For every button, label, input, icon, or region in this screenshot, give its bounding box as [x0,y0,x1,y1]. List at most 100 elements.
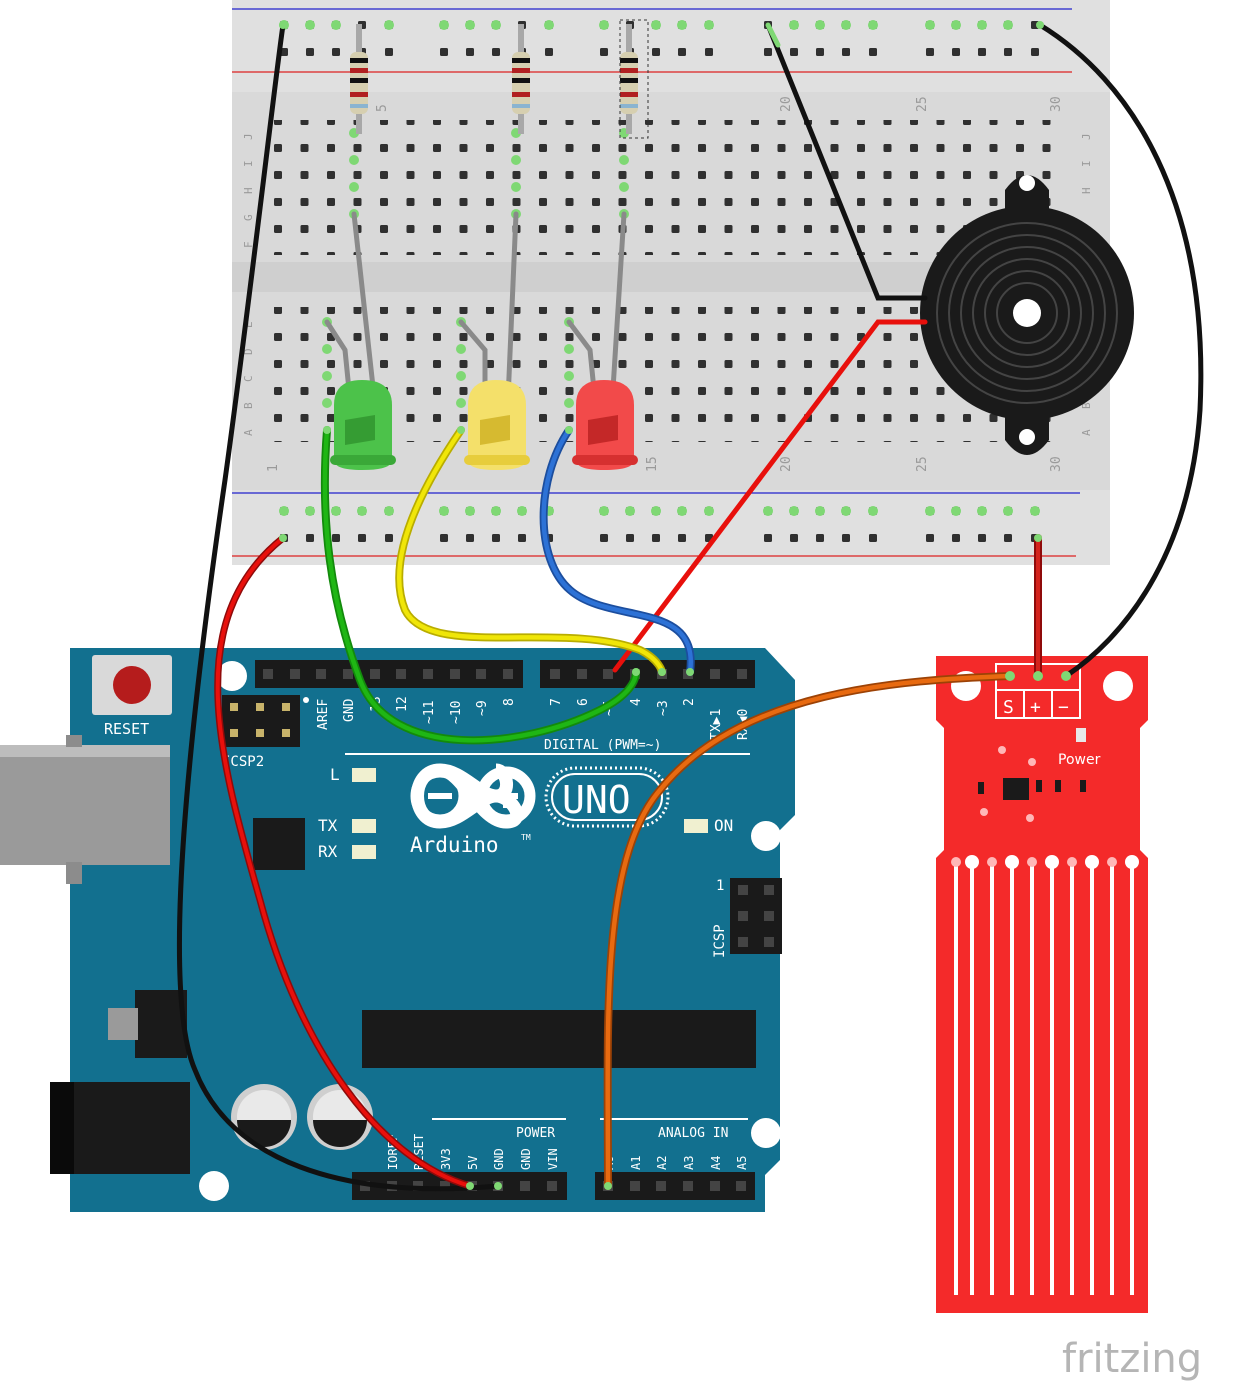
col-label-top-30: 30 [1049,96,1064,112]
pin-label-3: ~3 [656,700,671,716]
icsp2-header [222,695,300,747]
digital-pwm-label: DIGITAL (PWM=~) [544,738,661,753]
fritzing-watermark: fritzing [1062,1336,1202,1382]
analog-pin-a3: A3 [682,1156,696,1170]
led-rx-label: RX [318,842,338,861]
wire-red-buzzer[interactable] [612,319,928,673]
pin-label-4: 4 [629,698,644,706]
pin-label-12: 12 [395,696,410,712]
row-label-a: A [242,429,255,436]
analog-pin-a1: A1 [629,1156,643,1170]
analog-pin-a5: A5 [735,1156,749,1170]
led-tx-label: TX [318,816,338,835]
piezo-buzzer[interactable] [920,175,1134,455]
row-label-g: G [242,214,255,221]
pin-label-2: 2 [682,698,697,706]
sensor-traces [951,855,1139,1295]
row-label-h: H [242,187,255,194]
minus-icon [428,793,452,799]
resistors [350,19,649,139]
power-pin-gnd-2: GND [519,1148,533,1170]
power-label: POWER [516,1126,555,1141]
led-on-label: ON [714,816,733,835]
capacitor-2 [307,1084,373,1150]
water-level-sensor[interactable]: S + − Power [936,656,1148,1313]
usb-connector [0,745,170,865]
sensor-pin-minus: − [1058,697,1069,718]
icsp-label: ICSP [712,924,728,958]
row-label-right-h: H [1080,187,1093,194]
yellow-led[interactable] [464,380,530,470]
gnd-label-digital: GND [342,698,357,722]
pin-label-10: ~10 [449,701,464,724]
pin-label-7: 7 [549,698,564,706]
arduino-logo-text: Arduino [410,833,499,857]
arduino-uno-board: RESET ICSP2 AREF GND 13 12 ~11 ~10 ~9 8 … [0,648,795,1212]
resistor-3[interactable] [619,19,649,139]
led-legs [324,211,627,408]
pin-label-6: 6 [576,698,591,706]
row-label-c: C [242,375,255,382]
row-label-e: E [242,321,255,328]
reset-button-cap[interactable] [113,666,151,704]
resistor-1[interactable] [350,24,368,134]
power-pin-vin: VIN [546,1148,560,1170]
row-label-f: F [242,241,255,248]
col-label-bottom-15: 15 [645,456,660,472]
row-label-i: I [242,160,255,167]
sensor-pin-plus: + [1030,697,1041,718]
led-on [684,819,708,833]
icsp-pin1-label: 1 [716,878,724,894]
col-label-top-5: 5 [375,104,390,112]
wire-black-buzzer[interactable] [765,22,928,301]
analog-header [595,1172,755,1200]
wires [176,21,1204,1192]
col-label-bottom-1: 1 [266,464,281,472]
col-label-bottom-25: 25 [915,456,930,472]
row-label-right-b: B [1080,402,1093,409]
arduino-logo: Arduino TM UNO [410,763,670,857]
green-led[interactable] [330,380,396,470]
analog-pin-a2: A2 [655,1156,669,1170]
reset-label: RESET [104,720,149,738]
analog-pin-a4: A4 [709,1156,723,1170]
col-label-bottom-30: 30 [1049,456,1064,472]
led-tx [352,819,376,833]
col-label-top-20: 20 [779,96,794,112]
pin-label-11: ~11 [422,701,437,724]
resistor-2[interactable] [512,24,530,134]
row-label-right-a: A [1080,429,1093,436]
capacitor-1 [231,1084,297,1150]
pin-label-1: TX▶1 [709,709,724,740]
power-pin-gnd-1: GND [492,1148,506,1170]
row-label-right-i: I [1080,160,1093,167]
sensor-power-label: Power [1058,752,1101,768]
pin-label-8: 8 [502,698,517,706]
led-rx [352,845,376,859]
wire-black-gnd-breadboard[interactable] [176,22,501,1192]
trademark: TM [521,833,531,842]
icsp2-label: ICSP2 [222,754,264,770]
row-label-d: D [242,348,255,355]
red-led[interactable] [572,380,638,470]
row-label-b: B [242,402,255,409]
wire-black-sensor-gnd[interactable] [1037,22,1204,679]
led-l-label: L [330,765,340,784]
sensor-pin-s: S [1003,697,1014,718]
power-pin-5v: 5V [466,1156,480,1170]
row-label-right-j: J [1080,133,1093,140]
atmega-chip [362,1010,756,1068]
sensor-transistor [1003,778,1029,800]
led-l [352,768,376,782]
selection-box [619,19,649,139]
col-label-top-25: 25 [915,96,930,112]
power-pin-3v3: 3V3 [439,1148,453,1170]
digital-header-low [540,660,755,688]
aref-label: AREF [316,699,331,730]
sensor-power-led [1076,728,1086,742]
pin-label-9: ~9 [475,700,490,716]
uno-label: UNO [562,778,631,822]
col-label-bottom-20: 20 [779,456,794,472]
row-label-j: J [242,133,255,140]
